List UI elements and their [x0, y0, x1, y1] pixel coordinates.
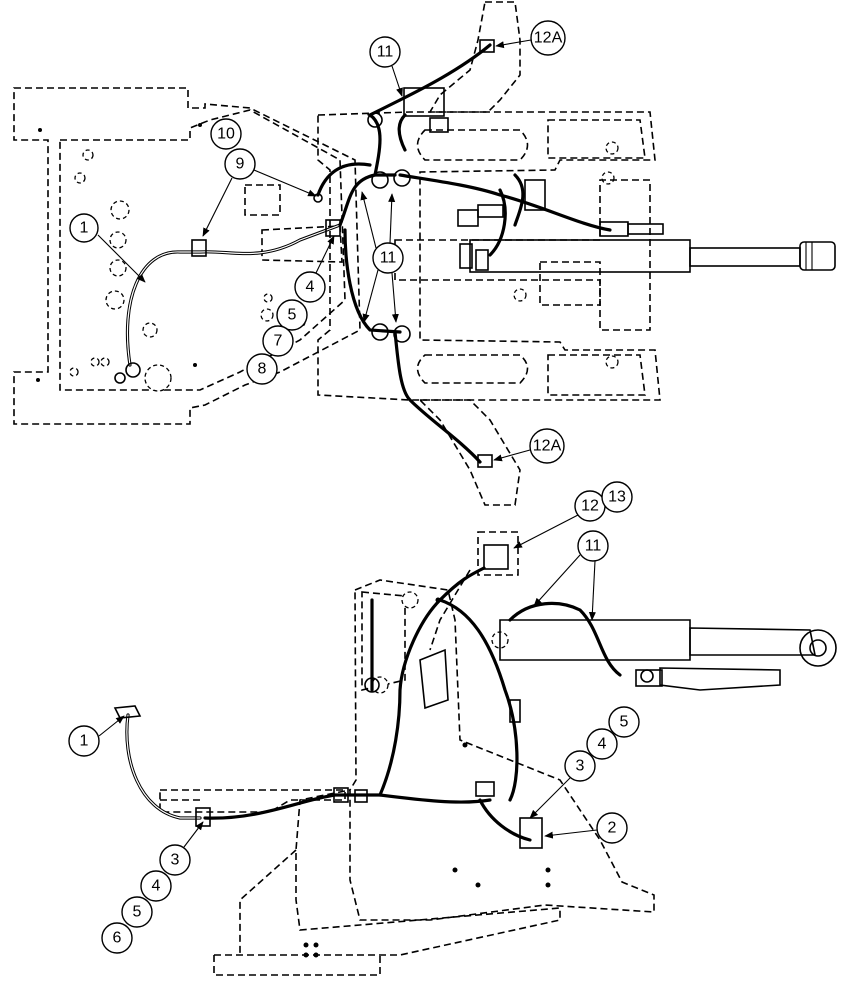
svg-text:4: 4	[598, 736, 607, 753]
svg-text:6: 6	[113, 930, 122, 947]
callout-4-top: 4	[294, 271, 326, 303]
callout-4-side-right: 4	[586, 728, 618, 760]
side-frame-foot	[239, 849, 297, 955]
plate-holes	[69, 149, 306, 392]
inner-plate	[59, 109, 346, 391]
callout-10-top: 10	[210, 118, 242, 150]
callout-2-side: 2	[596, 812, 628, 844]
side-bracket	[419, 648, 449, 710]
lower-slot	[416, 354, 529, 384]
callout-3-side-left: 3	[159, 844, 191, 876]
upper-arm	[428, 1, 521, 113]
side-frame-base	[213, 955, 381, 976]
svg-text:12A: 12A	[533, 438, 562, 455]
side-frame	[349, 579, 655, 921]
callout-5-side-left: 5	[121, 896, 153, 928]
svg-text:7: 7	[274, 333, 283, 350]
svg-text:3: 3	[576, 758, 585, 775]
callout-9-top: 9	[224, 148, 256, 180]
callout-11-top-a: 11	[369, 36, 401, 68]
upper-right-box	[547, 119, 646, 159]
svg-text:5: 5	[288, 307, 297, 324]
frame-plate-outline	[13, 87, 361, 425]
hydraulic-cylinder	[459, 239, 836, 273]
plate-rivets	[36, 123, 202, 382]
lamp-bracket	[477, 531, 519, 576]
harness-clamps-side	[113, 669, 654, 849]
svg-text:1: 1	[80, 220, 89, 237]
svg-text:2: 2	[608, 820, 617, 837]
side-view: 1 3 4 5 6 12 13 11 3 4	[68, 481, 837, 976]
callout-5-side-right: 5	[608, 706, 640, 738]
svg-text:3: 3	[171, 852, 180, 869]
svg-text:11: 11	[377, 44, 394, 61]
cutout-tab	[261, 225, 343, 263]
callout-5-top: 5	[276, 299, 308, 331]
callout-12a-top-b: 12A	[529, 428, 565, 464]
harness-side	[125, 566, 622, 842]
harness-clamps-top	[114, 39, 495, 468]
callout-11-top-b: 11	[372, 242, 404, 274]
callout-3-side-right: 3	[564, 750, 596, 782]
callout-1-top: 1	[69, 213, 99, 243]
svg-text:8: 8	[258, 361, 267, 378]
svg-text:5: 5	[620, 714, 629, 731]
central-channel	[394, 179, 651, 331]
callout-6-side: 6	[101, 922, 133, 954]
svg-text:11: 11	[380, 250, 397, 267]
central-frame	[317, 111, 661, 401]
valve-assembly	[403, 87, 664, 271]
svg-text:12: 12	[581, 498, 599, 515]
svg-text:9: 9	[236, 156, 245, 173]
svg-text:4: 4	[306, 279, 315, 296]
top-view: 1 10 9 11 12A 11 4 5	[13, 1, 836, 506]
lower-right-box	[547, 354, 646, 396]
svg-text:5: 5	[133, 904, 142, 921]
side-frame-arm	[159, 789, 346, 813]
upper-slot	[416, 129, 529, 161]
side-cylinder	[499, 619, 837, 691]
svg-text:13: 13	[608, 489, 626, 506]
svg-text:4: 4	[152, 878, 161, 895]
callout-13-side: 13	[601, 481, 633, 513]
channel-inner	[539, 261, 601, 306]
svg-text:1: 1	[80, 733, 89, 750]
side-post	[361, 591, 406, 692]
callout-8-top: 8	[246, 353, 278, 385]
svg-text:11: 11	[585, 538, 602, 555]
svg-text:10: 10	[217, 126, 235, 143]
svg-text:12A: 12A	[534, 30, 563, 47]
callout-12a-top-a: 12A	[530, 20, 566, 56]
callout-7-top: 7	[262, 325, 294, 357]
cutout-box	[244, 184, 281, 216]
side-frame-lower	[214, 789, 561, 956]
callout-1-side: 1	[68, 725, 100, 757]
callout-11-side: 11	[577, 530, 609, 562]
lower-arm	[418, 399, 521, 506]
callout-4-side-left: 4	[140, 870, 172, 902]
callout-12-side: 12	[574, 490, 606, 522]
